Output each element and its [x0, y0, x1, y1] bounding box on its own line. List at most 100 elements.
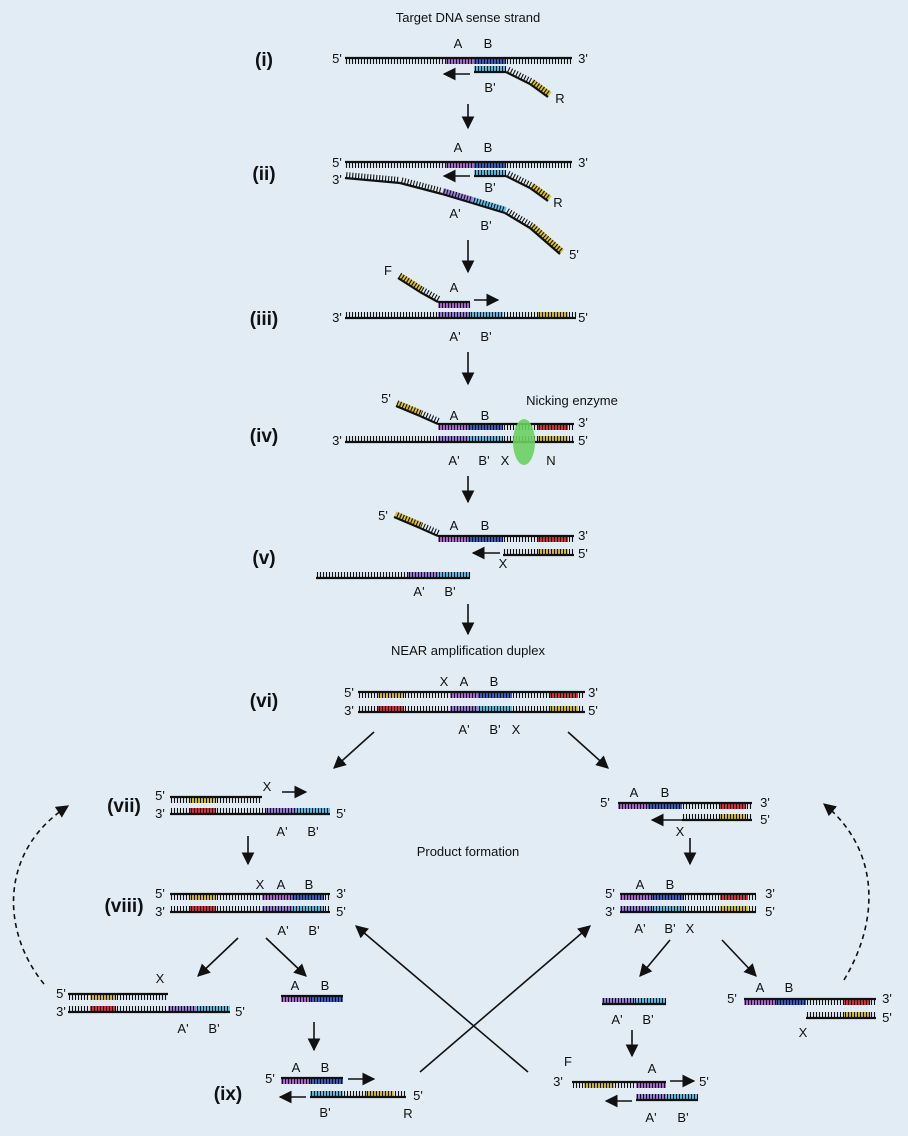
- duplex-left-lower: [116, 992, 168, 1000]
- primer-r: [310, 1091, 343, 1099]
- strand-teeth: [358, 706, 379, 712]
- strand-teeth: [68, 994, 89, 1000]
- strand-teeth: [530, 79, 550, 96]
- strand-teeth: [584, 1082, 614, 1088]
- primer-r: [366, 1091, 394, 1099]
- strand-teeth: [618, 803, 648, 809]
- strand-teeth: [474, 170, 507, 176]
- top-strand-tail: [419, 410, 440, 426]
- antisense-B-prime: [471, 197, 507, 215]
- strand-teeth: [506, 162, 572, 168]
- label-3prime: 3': [344, 703, 354, 718]
- label-5prime: 5': [155, 788, 165, 803]
- primer-f-tail: [419, 287, 441, 303]
- label-A-prime: A': [449, 329, 460, 344]
- near-duplex: [478, 690, 512, 698]
- duplex-vii-left: [190, 795, 217, 803]
- primer-f: [614, 1080, 636, 1088]
- branch-arrow: [721, 939, 757, 977]
- strand-teeth: [168, 1006, 195, 1012]
- label-A-prime: A': [277, 923, 288, 938]
- label-3prime: 3': [332, 433, 342, 448]
- label-A-prime: A': [611, 1012, 622, 1027]
- label-5prime: 5': [600, 795, 610, 810]
- strand-teeth: [196, 1006, 229, 1012]
- top-strand: [538, 422, 568, 430]
- strand-teeth: [408, 572, 438, 578]
- target-sense-strand: [506, 56, 572, 64]
- strand-teeth: [550, 692, 577, 698]
- strand-teeth: [262, 906, 292, 912]
- label-B: B: [321, 1060, 330, 1075]
- branch-arrow: [333, 731, 375, 769]
- near-duplex: [550, 690, 578, 698]
- duplex-right-lower: [844, 997, 871, 1005]
- label-A: A: [636, 877, 645, 892]
- label-B: B: [305, 877, 314, 892]
- strand-teeth: [395, 512, 422, 528]
- duplex-vii-right: [746, 801, 752, 809]
- label-X: X: [686, 921, 695, 936]
- target-sense-strand: [345, 56, 447, 64]
- label-A: A: [450, 408, 459, 423]
- antisense-strand: [344, 172, 401, 185]
- label-5prime: 5': [605, 886, 615, 901]
- duplex-viii-right: [620, 906, 653, 914]
- label-3prime: 3': [56, 1004, 66, 1019]
- strand-teeth: [684, 906, 720, 912]
- label-A: A: [450, 280, 459, 295]
- strand-teeth: [190, 808, 217, 814]
- strand-teeth: [478, 692, 511, 698]
- label-B-prime: B': [208, 1021, 219, 1036]
- strand-teeth: [720, 803, 747, 809]
- duplex-right-lower: [744, 997, 777, 1005]
- label-R: R: [555, 91, 564, 106]
- title-product-formation: Product formation: [417, 844, 520, 859]
- strand-teeth: [682, 803, 721, 809]
- label-B-prime: B': [307, 824, 318, 839]
- strand-teeth: [474, 162, 507, 168]
- label-3prime: 3': [332, 310, 342, 325]
- strand-teeth: [503, 549, 539, 555]
- duplex-left-lower: [168, 1006, 196, 1014]
- antisense-template: [438, 312, 471, 320]
- label-X: X: [512, 722, 521, 737]
- near-duplex: [378, 706, 405, 714]
- strand-teeth: [844, 999, 871, 1005]
- strand-teeth: [506, 171, 532, 188]
- strand-teeth: [266, 808, 296, 814]
- label-5prime: 5': [155, 886, 165, 901]
- strand-teeth: [744, 999, 777, 1005]
- label-B: B: [481, 408, 490, 423]
- duplex-vii-right: [720, 814, 747, 822]
- duplex-left-lower: [196, 1006, 230, 1014]
- strand-teeth: [620, 906, 653, 912]
- duplex-left-lower: [116, 1006, 168, 1014]
- strand-teeth: [216, 906, 261, 912]
- duplex-viii-right: [684, 906, 720, 914]
- near-duplex: [450, 706, 478, 714]
- strand-teeth: [538, 312, 568, 318]
- duplex-viii-right: [652, 906, 685, 914]
- strand-highlight: [281, 1078, 310, 1084]
- antisense-A-prime: [441, 188, 474, 205]
- strand-highlight: [408, 572, 438, 578]
- strand-teeth: [550, 706, 577, 712]
- strand-highlight: [636, 1082, 666, 1088]
- strand-highlight: [438, 536, 468, 542]
- strand-highlight: [538, 549, 568, 555]
- primer-r-tail: [505, 67, 532, 85]
- label-5prime: 5': [727, 991, 737, 1006]
- label-5prime: 5': [336, 806, 346, 821]
- strand-teeth: [468, 436, 504, 442]
- strand-teeth: [572, 1082, 584, 1088]
- label-F: F: [564, 1054, 572, 1069]
- near-duplex: [404, 706, 450, 714]
- near-duplex: [578, 706, 585, 714]
- antisense-template: [345, 312, 438, 320]
- strand-teeth: [90, 994, 117, 1000]
- step-label-vi: (vi): [250, 691, 279, 712]
- duplex-vii-left: [170, 795, 191, 803]
- strand-teeth: [281, 1078, 311, 1084]
- label-B-prime: B': [489, 722, 500, 737]
